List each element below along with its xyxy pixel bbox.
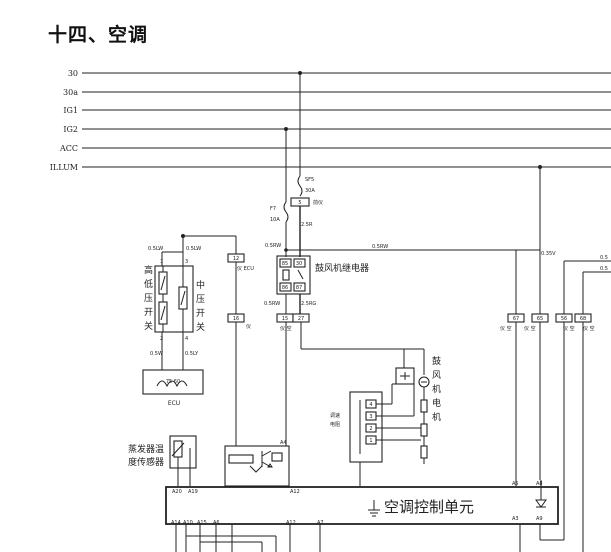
svg-text:电阻: 电阻 <box>330 421 340 428</box>
svg-text:A10: A10 <box>183 520 193 526</box>
svg-text:0.5LW: 0.5LW <box>186 246 201 252</box>
svg-text:86: 86 <box>282 285 288 291</box>
rail-label-30: 30 <box>68 69 78 78</box>
f7-rating: 10A <box>270 217 280 223</box>
svg-text:65: 65 <box>537 316 543 322</box>
svg-text:A12: A12 <box>286 520 296 526</box>
svg-text:仪 空: 仪 空 <box>524 325 536 332</box>
svg-text:0.35V: 0.35V <box>541 251 556 257</box>
ac-unit-label: 空调控制单元 <box>384 498 474 516</box>
svg-text:2: 2 <box>369 426 372 432</box>
svg-text:0.5RW: 0.5RW <box>264 301 280 307</box>
svg-text:仪 ECU: 仪 ECU <box>237 266 254 272</box>
fuse-f7: F7 10A 0.5RW 0.5RW <box>265 127 540 314</box>
evap-sensor-label-2: 度传感器 <box>128 456 164 468</box>
blower-relay-label: 鼓风机继电器 <box>315 262 369 274</box>
rail-label-illum: ILLUM <box>50 163 78 172</box>
svg-text:0.5LY: 0.5LY <box>185 351 199 357</box>
hl-switch-label: 高低压开关 <box>144 264 153 332</box>
page-title: 十四、空调 <box>48 24 149 46</box>
sf5-position: 前仪 <box>313 199 323 206</box>
evaporator-sensor: 蒸发器温 度传感器 <box>128 435 197 486</box>
svg-text:A14: A14 <box>171 520 181 526</box>
rail-label-30a: 30a <box>63 88 78 97</box>
svg-text:85: 85 <box>282 261 288 267</box>
svg-text:2.5RG: 2.5RG <box>301 301 316 307</box>
power-rails: 30 30a IG1 IG2 ACC ILLUM <box>50 69 611 172</box>
sf5-rating: 30A <box>305 188 315 194</box>
blower-motor: 鼓风机电机 <box>395 348 441 464</box>
inline-connectors: 12 仪 ECU 16 仪 15 27 仪 空 67 65 56 68 仪 空 … <box>227 253 595 332</box>
svg-text:仪 空: 仪 空 <box>500 325 512 332</box>
svg-text:0.5: 0.5 <box>600 266 608 272</box>
svg-text:67: 67 <box>513 316 519 322</box>
svg-text:仪 空: 仪 空 <box>583 325 595 332</box>
sf5-label: SF5 <box>305 177 314 183</box>
svg-text:A7: A7 <box>317 520 324 526</box>
svg-text:56: 56 <box>561 316 567 322</box>
rail-label-ig1: IG1 <box>63 106 78 115</box>
svg-text:A12: A12 <box>290 489 300 495</box>
svg-text:4: 4 <box>185 336 188 342</box>
svg-text:4: 4 <box>369 402 372 408</box>
svg-text:仪: 仪 <box>246 324 251 330</box>
svg-text:A8: A8 <box>536 481 543 487</box>
power-transistor: A4 <box>224 440 290 487</box>
svg-text:调速: 调速 <box>330 412 340 419</box>
svg-text:12: 12 <box>233 256 239 262</box>
evap-sensor-label-1: 蒸发器温 <box>128 443 164 455</box>
svg-text:A3: A3 <box>512 516 519 522</box>
speed-resistor: 4 3 2 1 调速 电阻 <box>330 383 421 486</box>
svg-text:A19: A19 <box>188 489 198 495</box>
svg-text:16: 16 <box>233 316 239 322</box>
svg-text:75 60: 75 60 <box>166 379 180 385</box>
svg-text:1: 1 <box>160 259 163 265</box>
svg-text:27: 27 <box>298 316 304 322</box>
svg-text:3: 3 <box>369 414 372 420</box>
svg-text:3: 3 <box>185 259 188 265</box>
svg-text:0.5: 0.5 <box>600 255 608 261</box>
svg-text:0.5RW: 0.5RW <box>372 244 388 250</box>
pressure-switch: 0.5LW 0.5LW 1 3 2 4 0.5W 0.5LY 高低压开关 中压开… <box>144 234 237 370</box>
blower-relay: 85 30 86 87 鼓风机继电器 <box>276 255 369 295</box>
mid-switch-label: 中压开关 <box>196 279 205 333</box>
svg-text:仪 空: 仪 空 <box>563 325 575 332</box>
fuse-sf5: SF5 30A 5 前仪 2.5R <box>290 71 323 257</box>
ac-control-unit: A20 A19 A12 A5 A8 空调控制单元 A14 A10 A15 A6 … <box>165 480 559 526</box>
svg-text:A4: A4 <box>280 440 287 446</box>
ecu-module: 75 60 ECU <box>142 369 204 407</box>
svg-text:15: 15 <box>282 316 288 322</box>
svg-text:30: 30 <box>296 261 302 267</box>
f7-label: F7 <box>270 206 276 212</box>
rail-label-acc: ACC <box>59 144 78 153</box>
svg-text:2.5R: 2.5R <box>301 222 313 228</box>
svg-text:0.5LW: 0.5LW <box>148 246 163 252</box>
svg-text:A15: A15 <box>197 520 207 526</box>
svg-text:A5: A5 <box>512 481 519 487</box>
svg-text:A6: A6 <box>213 520 220 526</box>
svg-text:87: 87 <box>296 285 302 291</box>
svg-text:0.5RW: 0.5RW <box>265 243 281 249</box>
svg-text:A20: A20 <box>172 489 182 495</box>
svg-text:1: 1 <box>369 438 372 444</box>
rail-label-ig2: IG2 <box>63 125 78 134</box>
blower-motor-label: 鼓风机电机 <box>432 355 441 423</box>
svg-text:5: 5 <box>298 200 301 206</box>
svg-text:0.5W: 0.5W <box>150 351 163 357</box>
ecu-label: ECU <box>168 400 180 407</box>
bottom-wires <box>175 524 564 552</box>
svg-text:A9: A9 <box>536 516 543 522</box>
svg-text:68: 68 <box>580 316 586 322</box>
